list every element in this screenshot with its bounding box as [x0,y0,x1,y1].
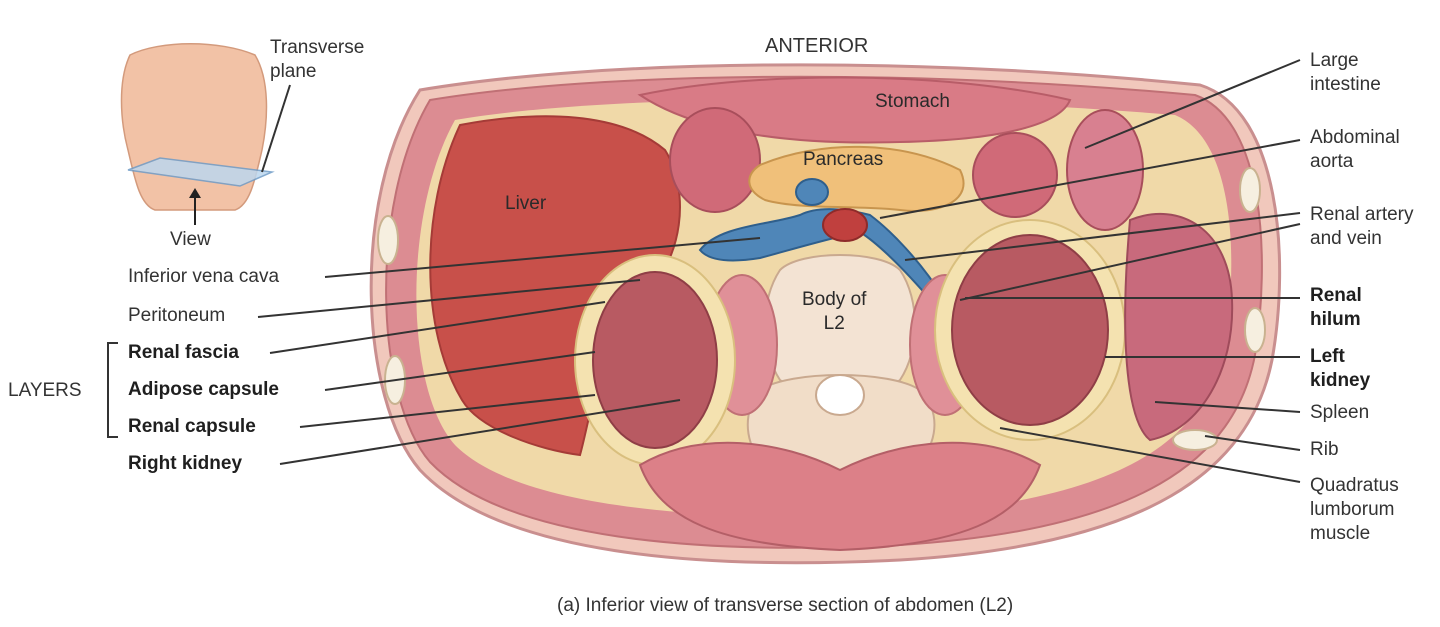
spinal-canal [815,374,865,416]
body-of-l2-line1: Body of [802,289,867,310]
pancreas-label: Pancreas [803,149,884,170]
abdominal-aorta-line2: aorta [1310,151,1354,172]
rib-label: Rib [1310,439,1339,460]
renal-hilum-label: Renal hilum [1310,284,1362,332]
intestine-loop-2 [972,132,1058,218]
intestine-loop-1 [669,107,761,213]
liver-label: Liver [505,193,547,214]
inset-torso [120,43,275,225]
transverse-plane-label-line2: plane [270,61,317,82]
large-intestine-line2: intestine [1310,74,1381,95]
aorta-shape [822,208,868,242]
renal-artery-vein-line1: Renal artery [1310,204,1414,225]
large-intestine-label: Large intestine [1310,49,1381,97]
renal-capsule-label: Renal capsule [128,416,256,437]
quadratus-lumborum-line3: muscle [1310,523,1371,544]
rib-right-2 [1244,307,1266,353]
transverse-plane-label: Transverse plane [270,36,364,84]
peritoneum-label: Peritoneum [128,305,226,326]
layers-label: LAYERS [8,380,82,401]
abdominal-aorta-line1: Abdominal [1310,127,1400,148]
back-muscles [638,441,1042,552]
body-of-l2-label: Body of L2 [802,288,866,336]
renal-artery-vein-label: Renal artery and vein [1310,203,1414,251]
rib-right-3 [1172,429,1218,451]
renal-hilum-line2: hilum [1310,309,1361,330]
left-kidney-line1: Left [1310,346,1345,367]
abdominal-aorta-label: Abdominal aorta [1310,126,1400,174]
renal-hilum-line1: Renal [1310,285,1362,306]
figure-caption: (a) Inferior view of transverse section … [557,595,1014,616]
left-kidney-shape [951,234,1109,426]
spleen-shape [1124,212,1234,442]
left-kidney-line2: kidney [1310,370,1371,391]
ivc-label: Inferior vena cava [128,266,280,287]
adipose-capsule-label: Adipose capsule [128,379,279,400]
renal-fascia-label: Renal fascia [128,342,239,363]
quadratus-lumborum-line2: lumborum [1310,499,1395,520]
renal-artery-vein-line2: and vein [1310,228,1382,249]
transverse-plane-label-line1: Transverse [270,37,365,58]
leader-lines [107,59,1301,483]
quadratus-lumborum-line1: Quadratus [1310,475,1399,496]
large-intestine-line1: Large [1310,50,1359,71]
splenic-vein [795,178,829,206]
view-label: View [170,229,211,250]
right-kidney-label: Right kidney [128,453,243,474]
rib-right-1 [1239,167,1261,213]
spleen-label: Spleen [1310,402,1370,423]
quadratus-lumborum-label: Quadratus lumborum muscle [1310,474,1399,546]
right-kidney-shape [592,271,718,449]
left-kidney-label: Left kidney [1310,345,1370,393]
anterior-title: ANTERIOR [765,35,869,57]
body-of-l2-line2: L2 [823,313,845,334]
stomach-label: Stomach [875,91,950,112]
rib-left-1 [377,215,399,265]
